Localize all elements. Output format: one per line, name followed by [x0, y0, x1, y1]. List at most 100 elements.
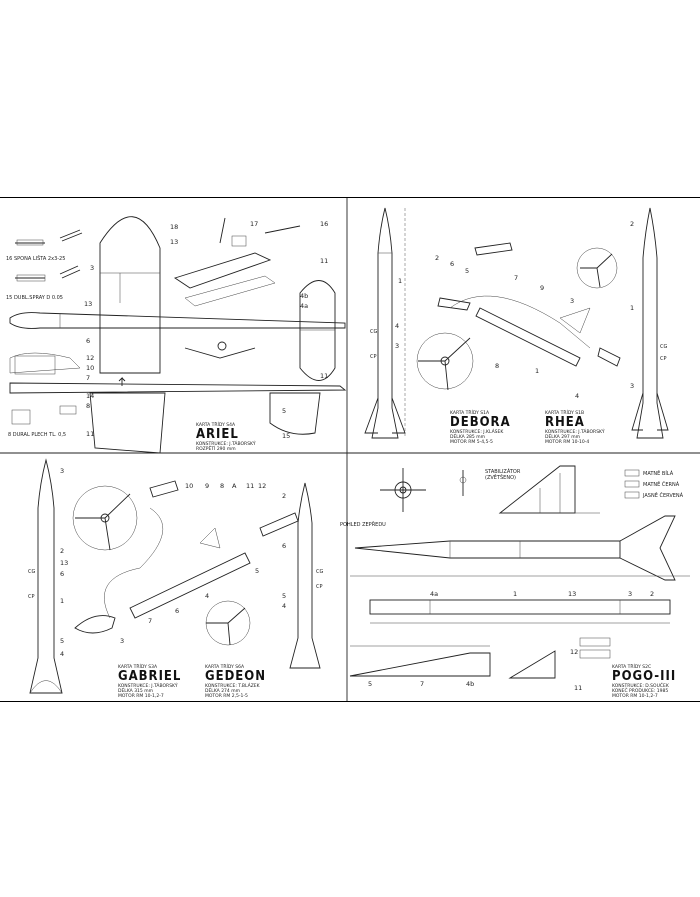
svg-text:MOTOR RM 5-4,5-5: MOTOR RM 5-4,5-5 — [450, 439, 493, 445]
svg-text:MOTOR RM 10-1,2-7: MOTOR RM 10-1,2-7 — [118, 693, 164, 699]
svg-text:1: 1 — [398, 277, 402, 285]
svg-text:12: 12 — [86, 354, 94, 362]
svg-text:CG: CG — [316, 569, 323, 575]
svg-text:17: 17 — [250, 220, 258, 228]
debora-rocket-outline — [371, 207, 399, 439]
svg-text:DÉLKA 285 mm: DÉLKA 285 mm — [450, 432, 485, 440]
rhea-category: KARTA TŘÍDY S1B — [545, 408, 584, 416]
pogo-nose-cone — [349, 652, 491, 677]
svg-text:3: 3 — [120, 637, 124, 645]
svg-text:7: 7 — [86, 374, 90, 382]
svg-text:4b: 4b — [300, 292, 308, 300]
svg-text:8: 8 — [86, 402, 90, 410]
svg-text:12: 12 — [570, 648, 578, 656]
svg-text:5: 5 — [368, 680, 372, 688]
svg-text:13: 13 — [60, 559, 68, 567]
debora-rhea-drawing: 1 4 3 CG CP 2 6 5 7 9 3 8 1 4 2 — [364, 207, 669, 445]
svg-text:CP: CP — [660, 356, 667, 362]
svg-text:5: 5 — [282, 592, 286, 600]
debora-category: KARTA TŘÍDY S1A — [450, 408, 490, 416]
gedeon-title: GEDEON — [205, 669, 266, 684]
gabriel-body-exploded — [129, 552, 251, 619]
pogo-drawing: POHLED ZEPŘEDU STABILIZÁTOR (ZVĚTŠENO) M… — [340, 465, 690, 699]
svg-text:DÉLKA 274 mm: DÉLKA 274 mm — [205, 686, 240, 694]
legend-swatch-black — [624, 480, 640, 488]
svg-text:4: 4 — [575, 392, 579, 400]
svg-text:10: 10 — [185, 482, 193, 490]
svg-text:MOTOR RM 10-1,2-7: MOTOR RM 10-1,2-7 — [612, 693, 658, 699]
ariel-fuselage-top — [9, 312, 346, 329]
blueprint-drawing: 16 SPONA LIŠTA 2x3-25 15 DUBL.SPRAY D 0.… — [0, 198, 700, 701]
svg-text:1: 1 — [60, 597, 64, 605]
svg-text:6: 6 — [60, 570, 64, 578]
svg-text:3: 3 — [630, 382, 634, 390]
svg-text:11: 11 — [574, 684, 582, 692]
svg-text:2: 2 — [60, 547, 64, 555]
svg-text:12: 12 — [258, 482, 266, 490]
svg-text:JASNĚ ČERVENÁ: JASNĚ ČERVENÁ — [642, 491, 684, 499]
gedeon-category: KARTA TŘÍDY S6A — [205, 662, 245, 670]
svg-text:5: 5 — [465, 267, 469, 275]
ariel-exploded-wing — [173, 252, 272, 289]
svg-text:CP: CP — [370, 354, 377, 360]
svg-text:CG: CG — [370, 329, 377, 335]
svg-text:KONSTRUKCE: J.KLÁSEK: KONSTRUKCE: J.KLÁSEK — [450, 428, 504, 435]
pogo-body-section — [369, 599, 671, 615]
svg-text:13: 13 — [84, 300, 92, 308]
pogo-fin-detail — [508, 650, 556, 679]
svg-text:6: 6 — [86, 337, 90, 345]
svg-text:4a: 4a — [430, 590, 438, 598]
ariel-small-parts — [15, 229, 83, 282]
gabriel-category: KARTA TŘÍDY S3A — [118, 662, 158, 670]
svg-text:4b: 4b — [466, 680, 474, 688]
ariel-fin-lower — [269, 392, 321, 435]
svg-text:18: 18 — [170, 223, 178, 231]
ariel-title: ARIEL — [196, 427, 239, 442]
svg-text:CP: CP — [316, 584, 323, 590]
svg-text:10: 10 — [86, 364, 94, 372]
svg-text:2: 2 — [650, 590, 654, 598]
svg-text:13: 13 — [170, 238, 178, 246]
svg-text:MATNĚ ČERNÁ: MATNĚ ČERNÁ — [643, 480, 680, 488]
svg-text:CP: CP — [28, 594, 35, 600]
ariel-tail-plan — [299, 280, 336, 381]
svg-text:4a: 4a — [300, 302, 308, 310]
part-16-label: 16 SPONA LIŠTA 2x3-25 — [6, 255, 65, 262]
svg-text:5: 5 — [60, 637, 64, 645]
ariel-fuselage-side — [9, 382, 347, 394]
svg-text:1: 1 — [535, 367, 539, 375]
svg-text:5: 5 — [255, 567, 259, 575]
svg-text:3: 3 — [628, 590, 632, 598]
blueprint-sheet: 16 SPONA LIŠTA 2x3-25 15 DUBL.SPRAY D 0.… — [0, 197, 700, 702]
svg-text:2: 2 — [435, 254, 439, 262]
svg-text:KONSTRUKCE: J.TÁBORSKÝ: KONSTRUKCE: J.TÁBORSKÝ — [196, 440, 256, 447]
ariel-category: KARTA TŘÍDY S4A — [196, 420, 236, 428]
ariel-drawing: 16 SPONA LIŠTA 2x3-25 15 DUBL.SPRAY D 0.… — [6, 216, 347, 454]
svg-text:1: 1 — [630, 304, 634, 312]
svg-text:11: 11 — [246, 482, 254, 490]
rhea-body-exploded — [475, 307, 581, 367]
rhea-rocket-outline — [636, 207, 664, 439]
ariel-wing-plan — [99, 216, 161, 374]
svg-text:8: 8 — [495, 362, 499, 370]
svg-text:STABILIZÁTOR: STABILIZÁTOR — [485, 468, 521, 475]
fin-cross-section-icon — [416, 332, 474, 390]
gabriel-title: GABRIEL — [118, 669, 181, 684]
ariel-wing-lower — [89, 392, 166, 454]
svg-text:7: 7 — [420, 680, 424, 688]
svg-text:13: 13 — [568, 590, 576, 598]
part-15-label: 15 DUBL.SPRAY D 0.05 — [6, 295, 63, 301]
svg-text:A: A — [232, 482, 237, 490]
svg-text:KONEČ PRODUKCE: 1985: KONEČ PRODUKCE: 1985 — [612, 687, 668, 694]
gabriel-gedeon-drawing: 3 2 13 6 1 5 4 CG CP 3 7 6 4 10 9 8 A 11… — [28, 458, 323, 699]
svg-text:KONSTRUKCE: J.TÁBORSKÝ: KONSTRUKCE: J.TÁBORSKÝ — [545, 428, 605, 435]
svg-text:2: 2 — [282, 492, 286, 500]
svg-text:4: 4 — [60, 650, 64, 658]
svg-text:CG: CG — [28, 569, 35, 575]
svg-text:6: 6 — [282, 542, 286, 550]
svg-text:3: 3 — [90, 264, 94, 272]
rhea-title: RHEA — [545, 415, 585, 430]
svg-text:16: 16 — [320, 220, 328, 228]
svg-text:MOTOR RM 10-10-4: MOTOR RM 10-10-4 — [545, 439, 589, 445]
svg-text:4: 4 — [282, 602, 286, 610]
